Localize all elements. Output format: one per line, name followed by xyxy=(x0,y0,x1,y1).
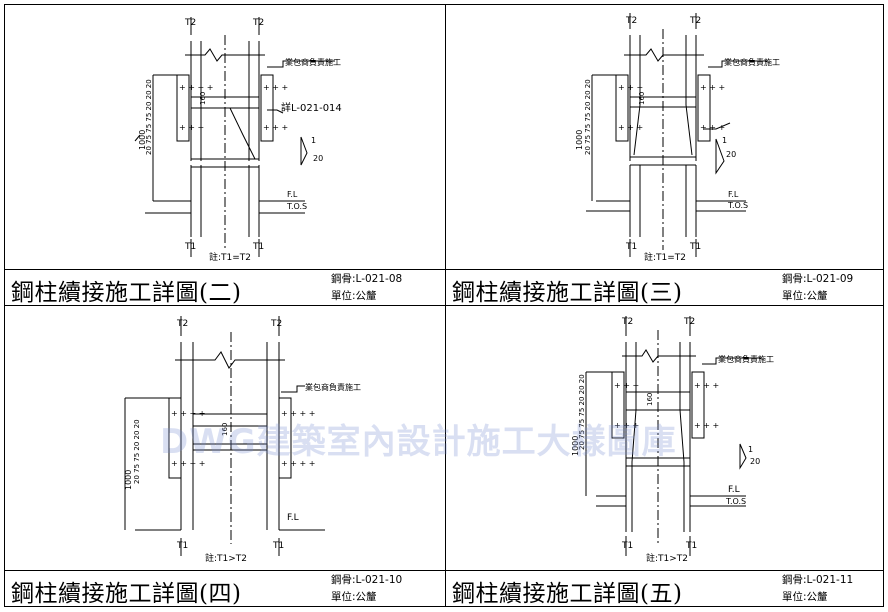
thickness-bottom-label: T1 xyxy=(176,541,188,551)
small-dim: 160 xyxy=(638,92,646,105)
unit-label: 單位:公釐 xyxy=(331,290,377,302)
unit-label: 單位:公釐 xyxy=(782,290,828,302)
svg-text:+ + +: + + + xyxy=(694,381,719,390)
title-bar: 鋼柱續接施工詳圖(三) 鋼骨:L-021-09 單位:公釐 xyxy=(446,269,883,306)
svg-text:+ + + +: + + + + xyxy=(281,409,315,418)
small-dim: 160 xyxy=(646,393,654,406)
svg-text:+ + +: + + + xyxy=(700,83,725,92)
small-dim: 160 xyxy=(221,423,229,436)
title-bar: 鋼柱續接施工詳圖(四) 鋼骨:L-021-10 單位:公釐 xyxy=(5,570,445,607)
title-bar: 鋼柱續接施工詳圖(二) 鋼骨:L-021-08 單位:公釐 xyxy=(5,269,445,306)
title-bar: 鋼柱續接施工詳圖(五) 鋼骨:L-021-11 單位:公釐 xyxy=(446,570,883,607)
svg-text:T1: T1 xyxy=(272,541,284,551)
fl-label: F.L xyxy=(728,190,739,199)
svg-text:+ + +: + + + xyxy=(179,123,204,132)
slope-top: 1 xyxy=(748,445,753,454)
svg-text:+ + + +: + + + + xyxy=(171,409,205,418)
panel-meta: 鋼骨:L-021-08 單位:公釐 xyxy=(331,271,402,305)
panel-title: 鋼柱續接施工詳圖(二) xyxy=(11,280,242,306)
unit-label: 單位:公釐 xyxy=(331,591,377,603)
detail-panel-4: + + + + + + + + + + + + + + + + T2 T2 T1… xyxy=(4,305,446,607)
svg-text:+ + + +: + + + + xyxy=(171,459,205,468)
panel-title: 鋼柱續接施工詳圖(五) xyxy=(452,581,683,607)
slope-top: 1 xyxy=(311,136,316,145)
slope-bottom: 20 xyxy=(313,154,323,163)
stack-dim: 20 75 75 20 20 20 xyxy=(133,419,141,484)
panel-meta: 鋼骨:L-021-10 單位:公釐 xyxy=(331,572,402,606)
svg-text:+ + + +: + + + + xyxy=(281,459,315,468)
column-splice-drawing: + + + + + + + + + + + + T2 T2 T1 T1 業包商負… xyxy=(575,13,780,263)
thickness-bottom-label: T1 xyxy=(625,242,637,252)
svg-text:T2: T2 xyxy=(270,319,282,329)
svg-text:+ + +: + + + xyxy=(614,421,639,430)
detail-panel-3: + + + + + + + + + + + + T2 T2 T1 T1 業包商負… xyxy=(445,4,884,306)
note-label: 註:T1=T2 xyxy=(644,251,686,263)
tos-label: T.O.S xyxy=(286,202,307,211)
main-dim: 1000 xyxy=(124,470,133,490)
svg-text:+ + +: + + + xyxy=(618,123,643,132)
column-splice-drawing: + + + + + + + + + + + + T2 T2 T1 T1 業包商負… xyxy=(571,316,774,564)
stack-dim: 20 75 75 75 20 20 20 xyxy=(578,374,586,450)
svg-text:+ + +: + + + xyxy=(263,123,288,132)
drawing-number: 鋼骨:L-021-10 xyxy=(331,574,403,586)
svg-text:+ + +: + + + xyxy=(694,421,719,430)
callout-label: 業包商負責施工 xyxy=(718,354,774,364)
note-label: 註:T1>T2 xyxy=(205,552,247,564)
fl-label: F.L xyxy=(287,190,298,199)
thickness-bottom-label: T1 xyxy=(621,541,633,551)
note-label: 註:T1=T2 xyxy=(209,251,251,263)
svg-text:+ + +: + + + xyxy=(614,381,639,390)
main-dim: 1000 xyxy=(571,436,580,456)
main-dim: 1000 xyxy=(575,130,584,150)
panel-title: 鋼柱續接施工詳圖(三) xyxy=(452,280,683,306)
svg-text:+ + +: + + + xyxy=(263,83,288,92)
stack-dim: 20 75 75 75 20 20 20 xyxy=(584,79,592,155)
fl-label: F.L xyxy=(287,513,299,523)
svg-text:T1: T1 xyxy=(685,541,697,551)
reference-label: 詳L-021-014 xyxy=(281,101,342,114)
drawing-number: 鋼骨:L-021-08 xyxy=(331,273,403,285)
panel-meta: 鋼骨:L-021-09 單位:公釐 xyxy=(782,271,853,305)
callout-label: 業包商負責施工 xyxy=(285,57,341,67)
svg-text:T2: T2 xyxy=(689,16,701,26)
tos-label: T.O.S xyxy=(727,201,748,210)
stack-dim: 20 75 75 75 20 20 20 xyxy=(145,79,153,155)
thickness-top-label: T2 xyxy=(625,16,637,26)
left-splice-plate xyxy=(176,74,190,142)
callout-label: 業包商負責施工 xyxy=(305,382,361,392)
detail-panel-5: + + + + + + + + + + + + T2 T2 T1 T1 業包商負… xyxy=(445,305,884,607)
drawing-number: 鋼骨:L-021-09 xyxy=(782,273,854,285)
panel-meta: 鋼骨:L-021-11 單位:公釐 xyxy=(782,572,853,606)
svg-text:T1: T1 xyxy=(689,242,701,252)
svg-text:T2: T2 xyxy=(683,317,695,327)
svg-text:+ + +: + + + xyxy=(618,83,643,92)
small-dim: 160 xyxy=(199,92,207,105)
slope-bottom: 20 xyxy=(750,457,760,466)
thickness-bottom-label: T1 xyxy=(184,242,196,252)
slope-top: 1 xyxy=(722,136,727,145)
slope-bottom: 20 xyxy=(726,150,736,159)
thickness-top-label: T2 xyxy=(176,319,188,329)
column-splice-drawing: + + + + + + + + + + + + + T2 T2 T1 T1 業包… xyxy=(134,17,342,263)
fl-label: F.L xyxy=(728,485,740,495)
thickness-top-label: T2 xyxy=(184,18,196,28)
unit-label: 單位:公釐 xyxy=(782,591,828,603)
main-dim: 1000 xyxy=(138,130,147,150)
note-label: 註:T1>T2 xyxy=(646,552,688,564)
callout-label: 業包商負責施工 xyxy=(724,57,780,67)
plate-bolts: + + + + xyxy=(179,83,213,92)
panel-title: 鋼柱續接施工詳圖(四) xyxy=(11,581,242,607)
svg-text:T2: T2 xyxy=(252,18,264,28)
right-splice-plate xyxy=(260,74,274,142)
column-splice-drawing: + + + + + + + + + + + + + + + + T2 T2 T1… xyxy=(124,316,361,564)
svg-text:+ + +: + + + xyxy=(700,123,725,132)
detail-panel-2: + + + + + + + + + + + + + T2 T2 T1 T1 業包… xyxy=(4,4,446,306)
thickness-top-label: T2 xyxy=(621,317,633,327)
svg-text:T1: T1 xyxy=(252,242,264,252)
tos-label: T.O.S xyxy=(725,497,746,506)
drawing-number: 鋼骨:L-021-11 xyxy=(782,574,854,586)
